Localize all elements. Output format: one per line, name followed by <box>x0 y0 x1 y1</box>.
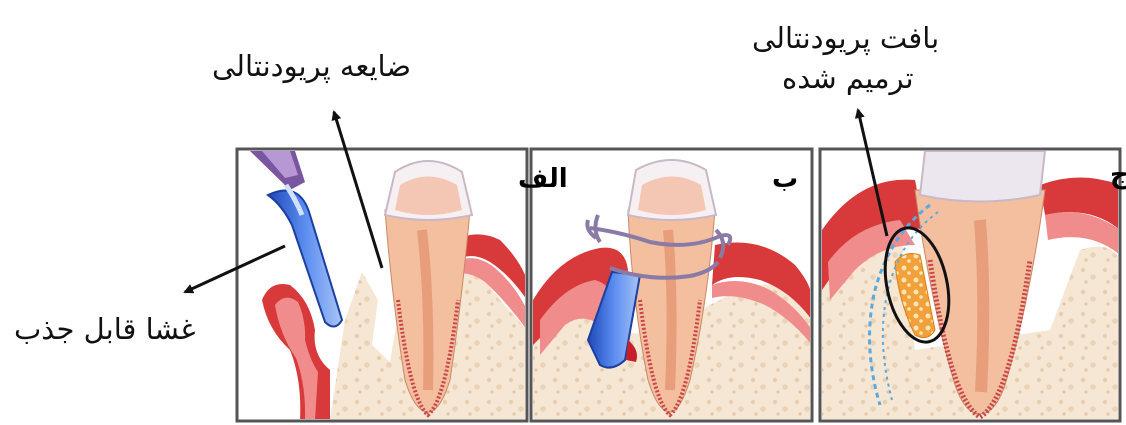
panel-c <box>820 149 1120 421</box>
panel-a-letter: الف <box>518 164 568 194</box>
panel-c-letter: ج <box>1110 160 1126 190</box>
panel-a <box>237 149 527 421</box>
panel-b <box>531 149 812 421</box>
panel-b-letter: ب <box>772 164 798 194</box>
